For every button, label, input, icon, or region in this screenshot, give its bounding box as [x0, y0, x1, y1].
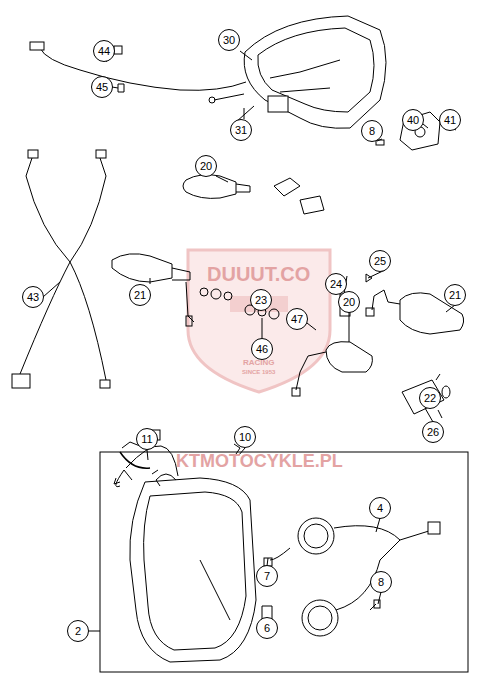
callout-number: 41 [439, 109, 461, 131]
callout-number: 30 [218, 29, 240, 51]
callout-number: 21 [444, 284, 466, 306]
callout-number: 7 [256, 565, 278, 587]
callout-number: 31 [230, 119, 252, 141]
callout-number: 45 [91, 76, 113, 98]
callout-number: 25 [369, 250, 391, 272]
callout-number: 21 [129, 284, 151, 306]
callout-number: 10 [234, 426, 256, 448]
callout-number: 8 [370, 571, 392, 593]
callout-number: 26 [422, 421, 444, 443]
callout-number: 22 [419, 387, 441, 409]
callout-number: 20 [338, 291, 360, 313]
callout-number: 4 [369, 497, 391, 519]
callout-number: 40 [402, 109, 424, 131]
callout-number: 43 [22, 286, 44, 308]
callout-number: 6 [256, 617, 278, 639]
callout-number: 47 [286, 308, 308, 330]
callout-number: 44 [93, 40, 115, 62]
callout-number: 11 [136, 428, 158, 450]
callout-number: 2 [67, 620, 89, 642]
watermark: KTMOTOCYKLE.PL [176, 451, 343, 472]
callout-number: 8 [361, 120, 383, 142]
callout-number: 46 [251, 338, 273, 360]
callout-number: 20 [195, 155, 217, 177]
callout-number: 23 [250, 289, 272, 311]
watermark: SINCE 1953 [242, 369, 275, 375]
watermark: DUUUT.CO [207, 263, 310, 286]
watermark: RACING [243, 358, 275, 367]
